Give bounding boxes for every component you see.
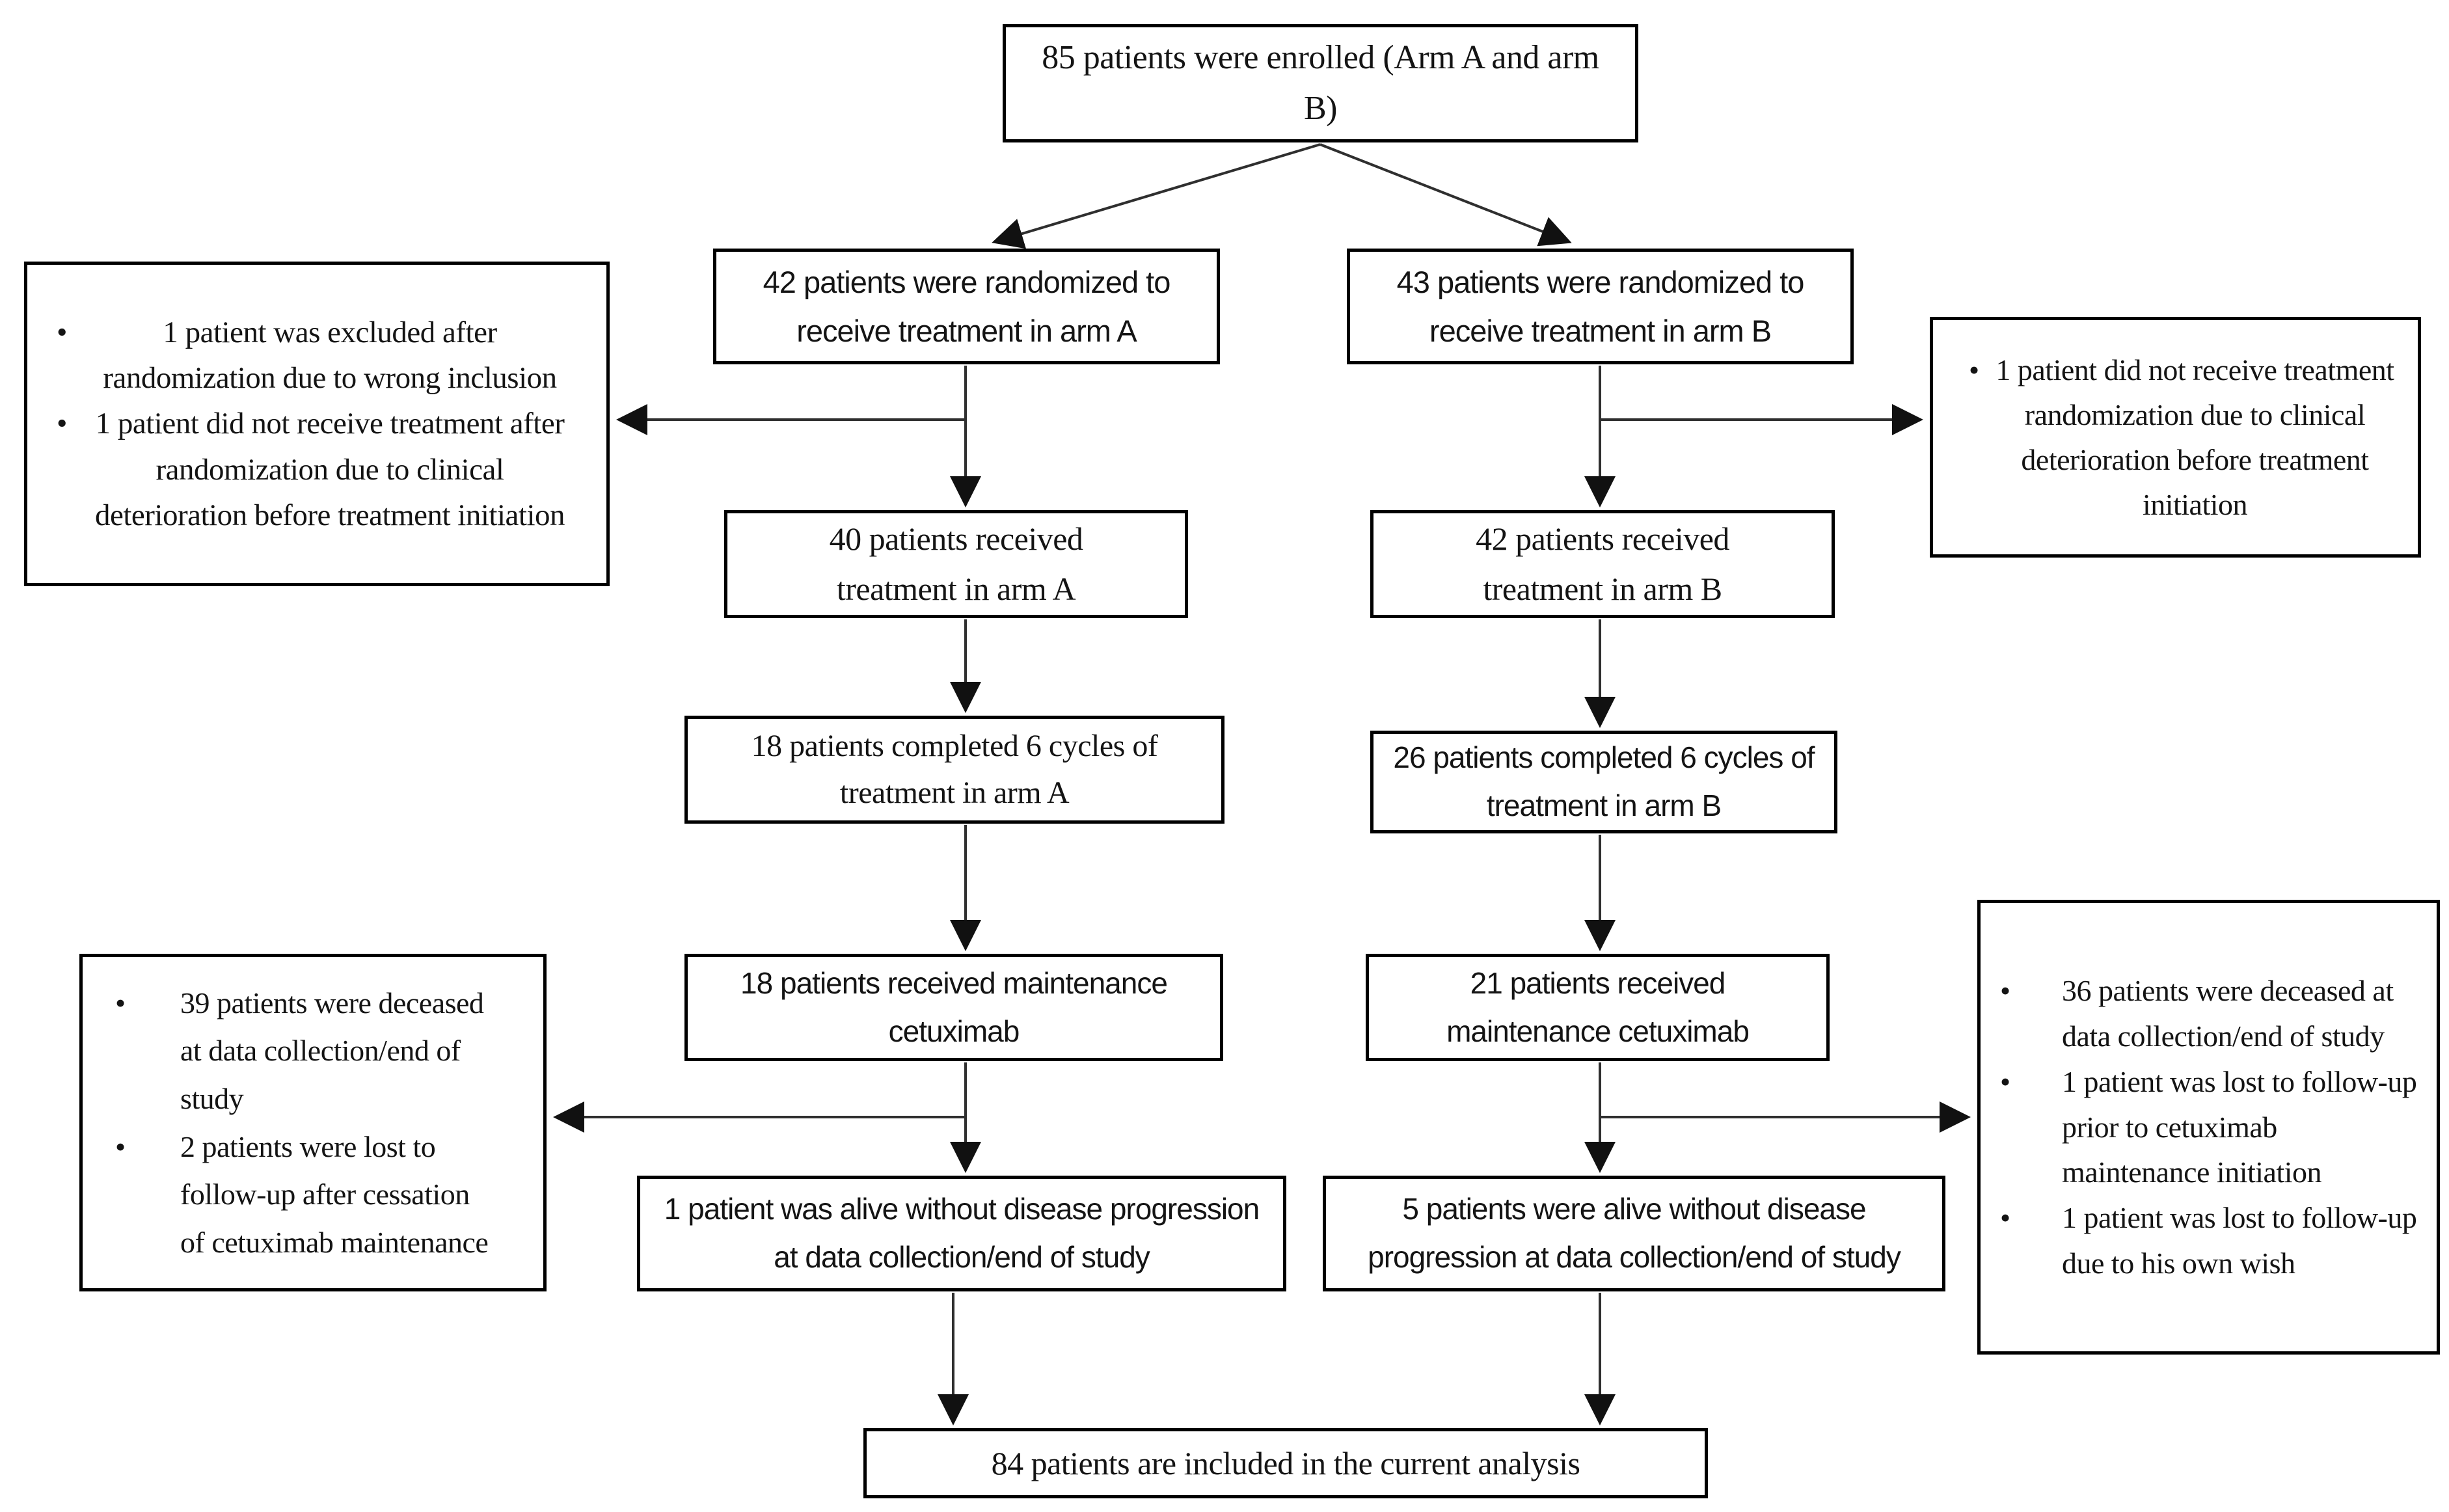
box-randomized-arm-a: 42 patients were randomized to receive t… — [713, 249, 1220, 364]
list-item: 36 patients were deceased at data collec… — [1981, 968, 2437, 1059]
box-included-analysis-text: 84 patients are included in the current … — [991, 1445, 1580, 1481]
box-maintenance-arm-b-text: 21 patients received maintenance cetuxim… — [1446, 965, 1750, 1048]
outcome-side-arm-b-list: 36 patients were deceased at data collec… — [1981, 968, 2437, 1286]
box-excluded-arm-b: 1 patient did not receive treatment rand… — [1930, 317, 2421, 558]
excluded-arm-a-list: 1 patient was excluded after randomizati… — [27, 310, 606, 537]
box-randomized-arm-b-text: 43 patients were randomized to receive t… — [1396, 264, 1805, 348]
arrow-enrolled-to-randomized-b — [1319, 143, 1572, 247]
box-excluded-arm-a: 1 patient was excluded after randomizati… — [24, 262, 610, 586]
box-completed-arm-b: 26 patients completed 6 cycles of treatm… — [1370, 731, 1837, 833]
box-completed-arm-a: 18 patients completed 6 cycles of treatm… — [684, 716, 1224, 824]
box-alive-arm-a-text: 1 patient was alive without disease prog… — [664, 1192, 1260, 1274]
box-maintenance-arm-a-text: 18 patients received maintenance cetuxim… — [740, 965, 1168, 1048]
box-randomized-arm-a-text: 42 patients were randomized to receive t… — [763, 264, 1171, 348]
box-included-analysis: 84 patients are included in the current … — [863, 1428, 1708, 1498]
box-treated-arm-b: 42 patients received treatment in arm B — [1370, 510, 1835, 618]
box-completed-arm-b-text: 26 patients completed 6 cycles of treatm… — [1393, 740, 1815, 822]
box-enrolled: 85 patients were enrolled (Arm A and arm… — [1003, 24, 1638, 142]
list-item: 1 patient did not receive treatment afte… — [27, 401, 606, 537]
list-item: 1 patient was lost to follow-up due to h… — [1981, 1195, 2437, 1286]
box-randomized-arm-b: 43 patients were randomized to receive t… — [1347, 249, 1854, 364]
box-treated-arm-b-text: 42 patients received treatment in arm B — [1476, 520, 1729, 608]
box-alive-arm-a: 1 patient was alive without disease prog… — [637, 1176, 1286, 1291]
box-treated-arm-a: 40 patients received treatment in arm A — [724, 510, 1188, 618]
box-outcome-side-arm-b: 36 patients were deceased at data collec… — [1977, 900, 2440, 1355]
box-maintenance-arm-b: 21 patients received maintenance cetuxim… — [1366, 954, 1830, 1061]
excluded-arm-b-list: 1 patient did not receive treatment rand… — [1933, 347, 2418, 527]
box-enrolled-text: 85 patients were enrolled (Arm A and arm… — [1042, 39, 1599, 127]
box-alive-arm-b-text: 5 patients were alive without disease pr… — [1368, 1192, 1901, 1274]
list-item: 1 patient was lost to follow-up prior to… — [1981, 1059, 2437, 1196]
list-item: 1 patient did not receive treatment rand… — [1933, 347, 2418, 527]
list-item: 1 patient was excluded after randomizati… — [27, 310, 606, 401]
box-treated-arm-a-text: 40 patients received treatment in arm A — [829, 520, 1083, 608]
box-outcome-side-arm-a: 39 patients were deceased at data collec… — [79, 954, 547, 1291]
box-completed-arm-a-text: 18 patients completed 6 cycles of treatm… — [751, 729, 1158, 810]
arrow-enrolled-to-randomized-a — [992, 143, 1321, 249]
box-maintenance-arm-a: 18 patients received maintenance cetuxim… — [684, 954, 1223, 1061]
outcome-side-arm-a-list: 39 patients were deceased at data collec… — [83, 979, 543, 1267]
list-item: 39 patients were deceased at data collec… — [83, 979, 543, 1123]
list-item: 2 patients were lost to follow-up after … — [83, 1123, 543, 1267]
box-alive-arm-b: 5 patients were alive without disease pr… — [1323, 1176, 1945, 1291]
